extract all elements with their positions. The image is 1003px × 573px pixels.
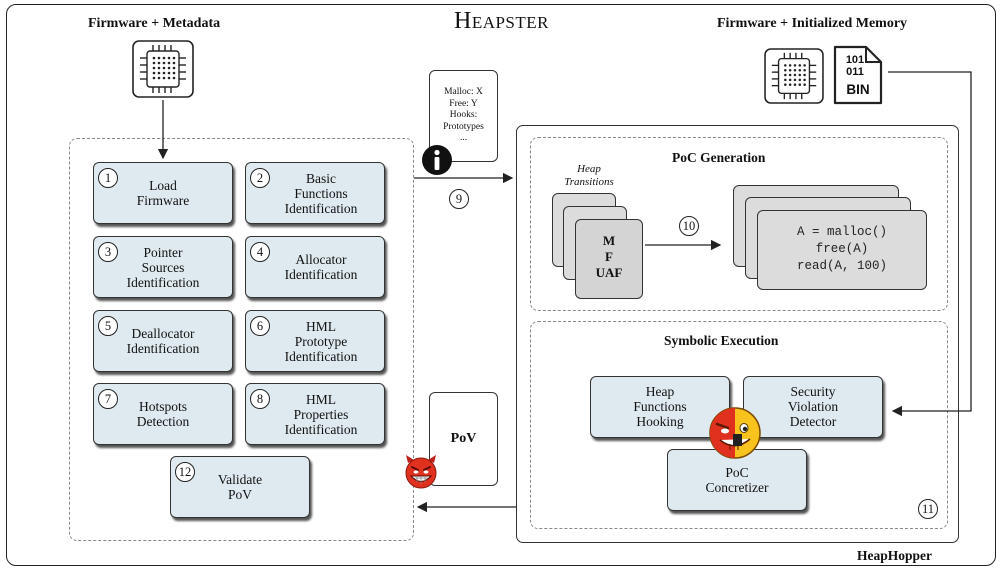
firmware-memory-label: Firmware + Initialized Memory xyxy=(717,16,908,31)
bin-digits-1: 101 xyxy=(845,54,865,66)
metadata-line: ... xyxy=(459,133,468,143)
step-load-firmware: 1 Load Firmware xyxy=(93,162,233,224)
step-9-marker: 9 xyxy=(449,189,469,209)
heapster-frame xyxy=(6,4,996,566)
step-number: 4 xyxy=(250,242,270,262)
security-violation-detector-box: Security Violation Detector xyxy=(743,376,883,438)
step-11-marker: 11 xyxy=(918,499,938,519)
step-number: 12 xyxy=(175,462,195,482)
code-line: read(A, 100) xyxy=(796,259,887,273)
bin-digits-2: 011 xyxy=(846,66,864,78)
metadata-text: Malloc: X Free: Y Hooks: Prototypes ... xyxy=(430,87,497,145)
metadata-line: Free: Y xyxy=(449,98,478,109)
transition-item: UAF xyxy=(595,265,623,280)
pov-note: PoV xyxy=(429,392,498,486)
bin-label: BIN xyxy=(846,82,870,97)
firmware-metadata-label: Firmware + Metadata xyxy=(88,16,221,31)
heap-transitions-label: Heap Transitions xyxy=(564,163,614,188)
step-label: Basic Functions Identification xyxy=(284,171,358,216)
mischievous-face-icon xyxy=(708,406,762,460)
metadata-line: Hooks: xyxy=(449,110,478,120)
code-line: A = malloc() xyxy=(796,225,887,239)
step-label: Load Firmware xyxy=(136,178,190,208)
box-label: Heap Functions Hooking xyxy=(633,384,687,429)
step-label: Validate PoV xyxy=(217,472,263,502)
heaphopper-label: HeapHopper xyxy=(857,548,933,563)
step-label: Hotspots Detection xyxy=(136,399,190,429)
poc-generation-title: PoC Generation xyxy=(672,150,766,165)
chip-icon xyxy=(132,40,194,98)
step-hml-properties: 8 HML Properties Identification xyxy=(245,383,385,445)
metadata-line: Prototypes xyxy=(443,121,484,132)
symbolic-execution-title: Symbolic Execution xyxy=(664,333,779,348)
box-label: Security Violation Detector xyxy=(787,384,839,429)
step-pointer-sources: 3 Pointer Sources Identification xyxy=(93,236,233,298)
heapster-analysis-container xyxy=(69,138,414,541)
pov-label: PoV xyxy=(450,431,477,446)
step-number: 2 xyxy=(250,168,270,188)
step-10-marker: 10 xyxy=(679,216,699,236)
step-deallocator: 5 Deallocator Identification xyxy=(93,310,233,372)
code-card-front: A = malloc() free(A) read(A, 100) xyxy=(757,210,927,290)
heap-functions-hooking-box: Heap Functions Hooking xyxy=(590,376,730,438)
transition-card-front: M F UAF xyxy=(575,219,643,299)
step-label: Allocator Identification xyxy=(284,252,358,282)
poc-concretizer-box: PoC Concretizer xyxy=(667,449,807,511)
binary-file-icon: 101 011 BIN xyxy=(832,44,884,106)
step-number: 7 xyxy=(98,389,118,409)
step-number: 5 xyxy=(98,316,118,336)
step-label: HML Properties Identification xyxy=(284,392,358,437)
code-line: free(A) xyxy=(815,242,869,256)
step-number: 8 xyxy=(250,389,270,409)
info-icon xyxy=(421,144,453,176)
metadata-line: Malloc: X xyxy=(444,87,483,97)
step-basic-functions: 2 Basic Functions Identification xyxy=(245,162,385,224)
poc-generation-panel xyxy=(530,137,948,311)
step-number: 1 xyxy=(98,168,118,188)
step-hml-prototype: 6 HML Prototype Identification xyxy=(245,310,385,372)
step-validate-pov: 12 Validate PoV xyxy=(170,456,310,518)
chip-icon xyxy=(763,48,825,104)
devil-face-icon xyxy=(403,454,439,490)
transition-item: M xyxy=(602,233,616,248)
box-label: PoC Concretizer xyxy=(705,465,769,495)
step-label: HML Prototype Identification xyxy=(284,319,358,364)
step-number: 3 xyxy=(98,242,118,262)
symbolic-execution-panel xyxy=(530,321,948,529)
transition-item: F xyxy=(605,249,613,264)
step-allocator: 4 Allocator Identification xyxy=(245,236,385,298)
step-hotspots: 7 Hotspots Detection xyxy=(93,383,233,445)
step-label: Pointer Sources Identification xyxy=(126,245,200,290)
page-title: Heapster xyxy=(453,8,549,34)
step-label: Deallocator Identification xyxy=(126,326,200,356)
step-number: 6 xyxy=(250,316,270,336)
heaphopper-container xyxy=(516,125,959,543)
